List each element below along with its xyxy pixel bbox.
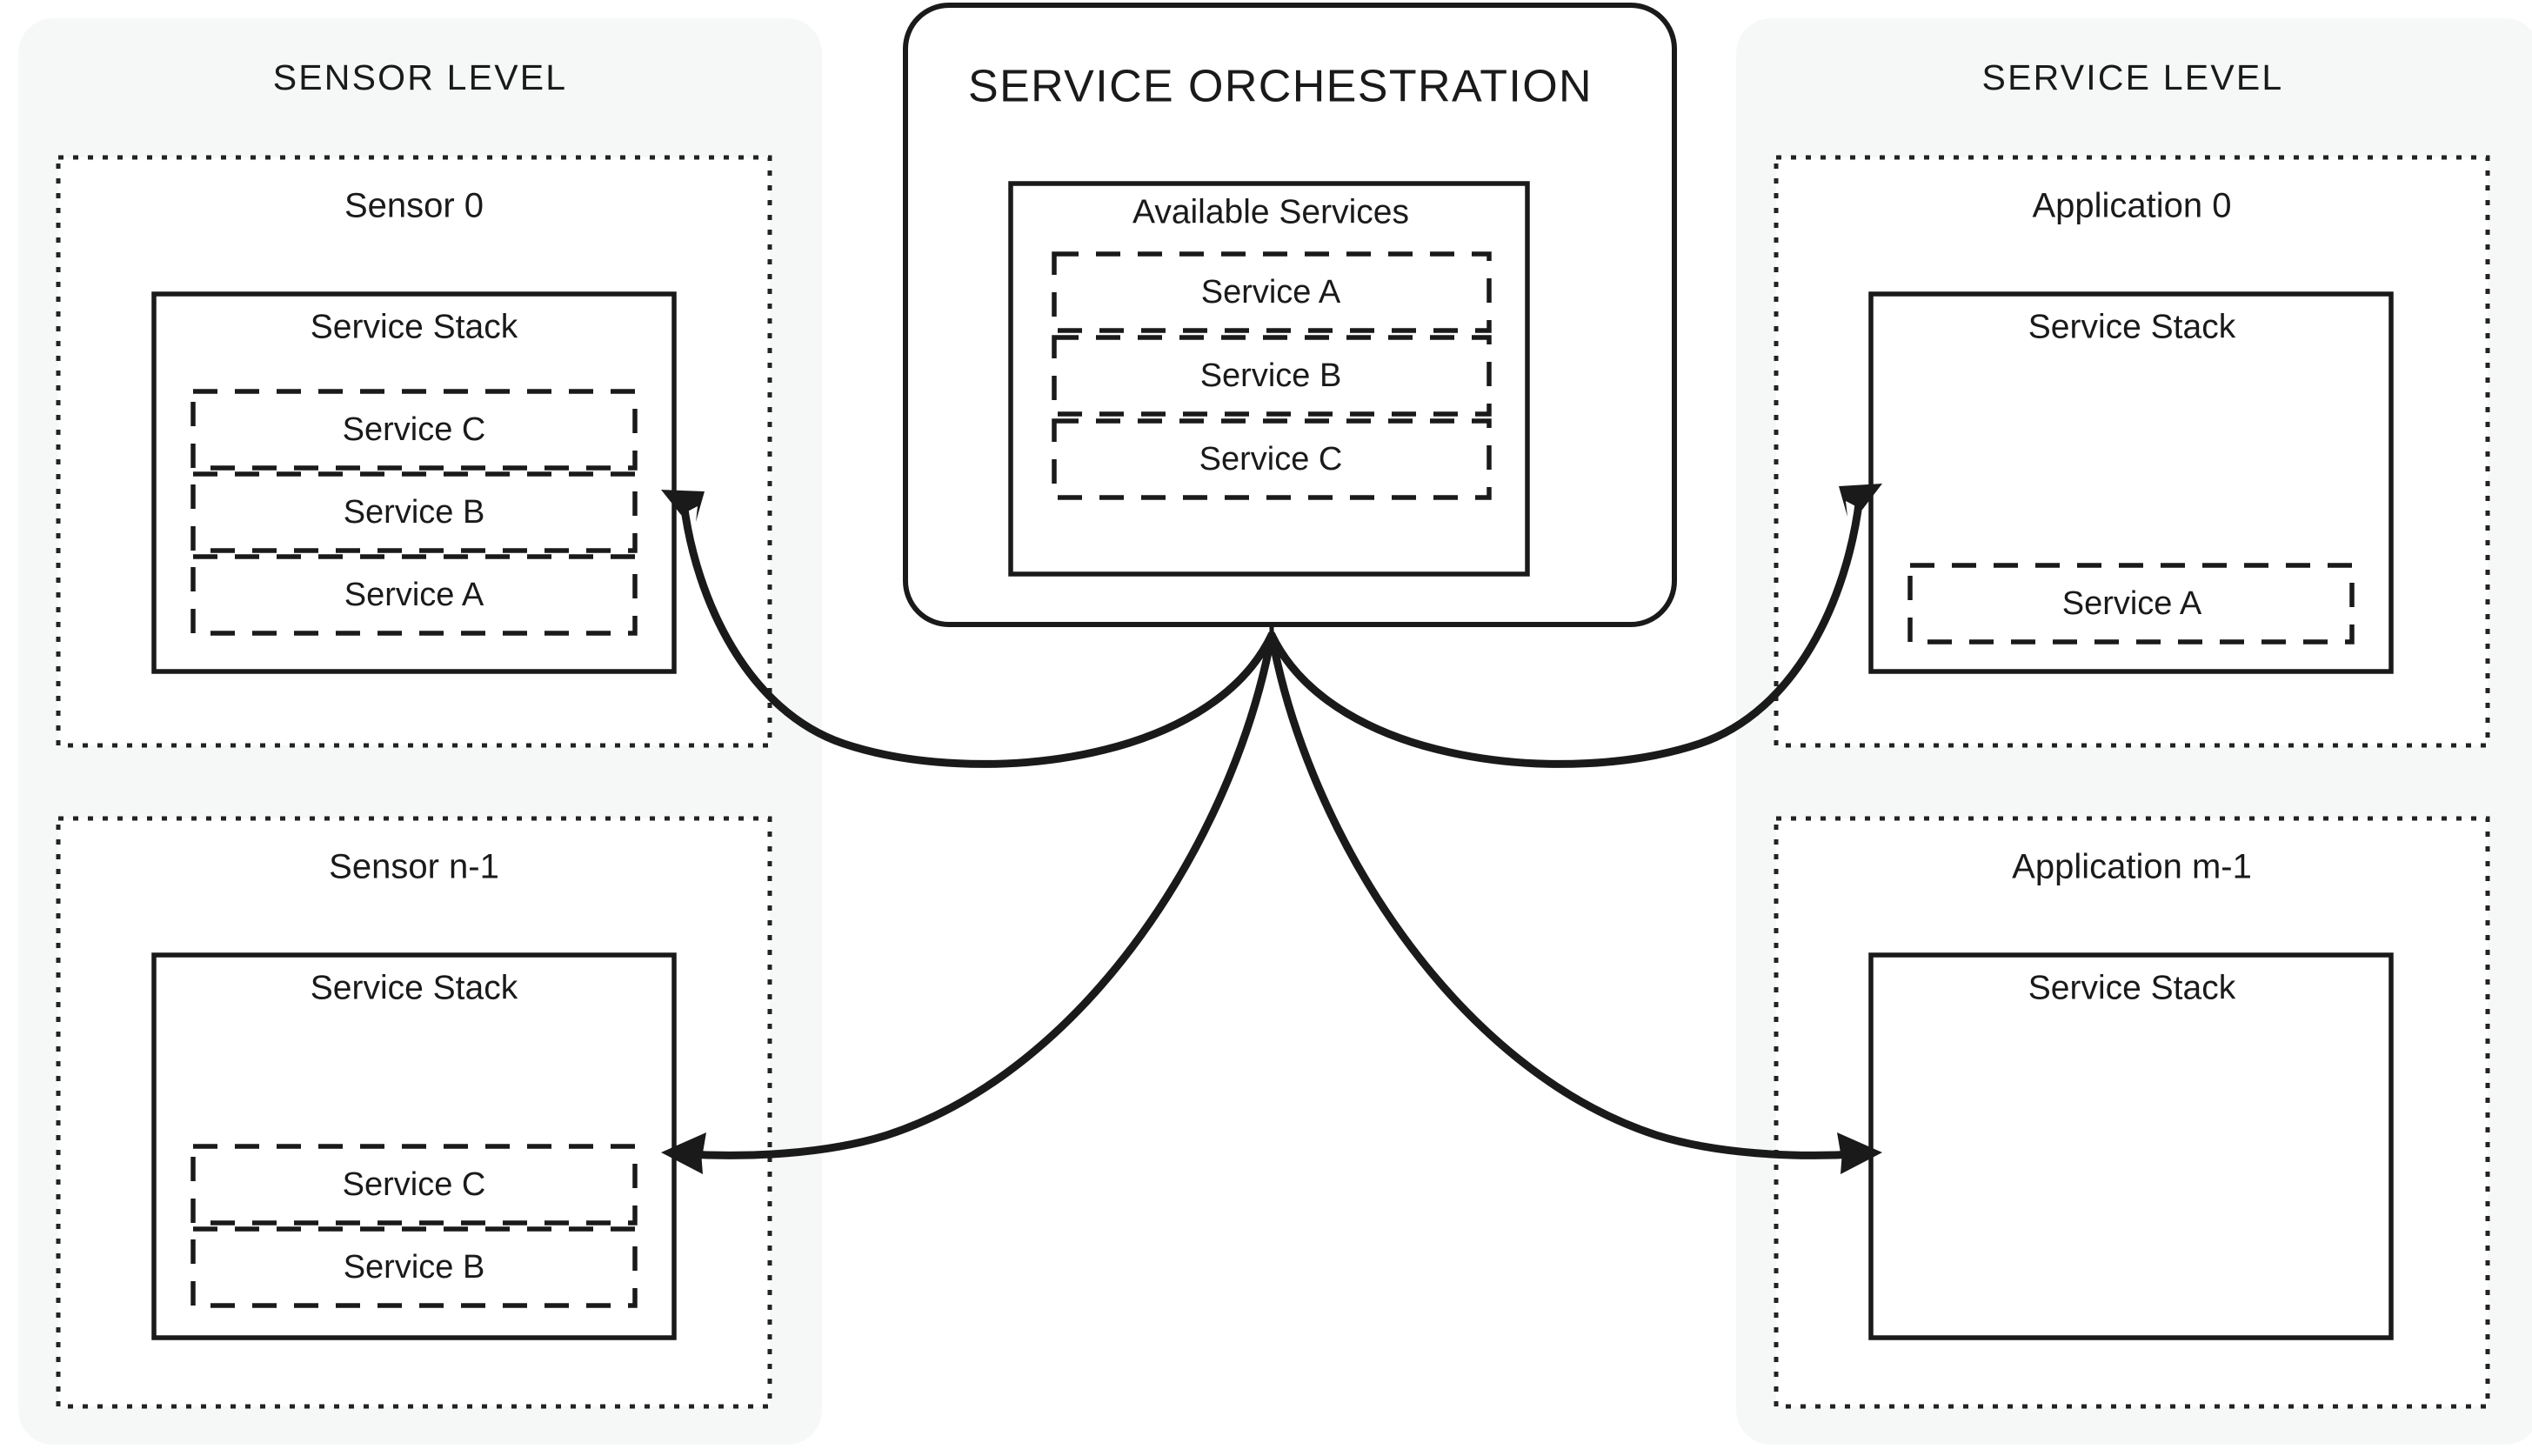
available-service-label: Service B [1200, 357, 1342, 394]
arrow-head-to-sensor-0 [661, 490, 705, 522]
arrow-head-to-application-0 [1839, 484, 1882, 517]
sensor-0-service-label: Service A [344, 577, 484, 613]
flow-curve-to-sensor-n-1 [683, 631, 1276, 1159]
available-service-box[interactable] [1052, 251, 1492, 333]
sensor-n-1-title: Sensor n-1 [329, 848, 499, 886]
orchestration-flow-connectors [661, 484, 1882, 1174]
application-node-m-1[interactable]: Application m-1 Service Stack [1774, 816, 2490, 1409]
sensor-n-1-service-box[interactable] [190, 1226, 638, 1308]
available-service-label: Service C [1199, 441, 1343, 478]
service-level-panel: SERVICE LEVEL Application 0 Service Stac… [1736, 18, 2532, 1445]
sensor-level-panel: SENSOR LEVEL Sensor 0 Service Stack Serv… [18, 18, 822, 1445]
service-orchestration-panel[interactable]: SERVICE ORCHESTRATION Available Services… [903, 3, 1677, 627]
application-0-service-label: Service A [2062, 585, 2202, 622]
available-service-box[interactable] [1052, 418, 1492, 500]
arrow-head-to-application-m-1 [1837, 1132, 1882, 1174]
sensor-0-service-box[interactable] [190, 554, 638, 636]
sensor-n-1-stack-title: Service Stack [311, 969, 518, 1006]
available-services-title: Available Services [1132, 193, 1409, 230]
sensor-n-1-service-label: Service B [344, 1249, 485, 1286]
flow-curve-to-application-0 [1267, 493, 1864, 768]
available-service-box[interactable] [1052, 335, 1492, 417]
application-0-service-box[interactable] [1907, 563, 2355, 645]
sensor-0-service-box[interactable] [190, 389, 638, 471]
application-0-service-stack [1868, 291, 2394, 674]
sensor-node-0[interactable]: Sensor 0 Service Stack Service C Service… [56, 155, 772, 748]
sensor-0-service-box[interactable] [190, 471, 638, 553]
application-m-1-title: Application m-1 [2012, 848, 2252, 886]
arrow-head-to-sensor-n-1 [661, 1132, 706, 1174]
available-service-label: Service A [1201, 274, 1341, 311]
application-0-title: Application 0 [2032, 187, 2231, 225]
sensor-n-1-service-label: Service C [343, 1166, 486, 1203]
available-services-box [1008, 181, 1530, 577]
application-m-1-service-stack [1868, 952, 2394, 1340]
flow-curve-to-application-m-1 [1267, 631, 1861, 1159]
application-node-0[interactable]: Application 0 Service Stack Service A [1774, 155, 2490, 748]
sensor-0-service-label: Service C [343, 411, 486, 448]
application-0-stack-title: Service Stack [2028, 308, 2236, 345]
sensor-0-stack-title: Service Stack [311, 308, 518, 345]
sensor-node-n-1[interactable]: Sensor n-1 Service Stack Service C Servi… [56, 816, 772, 1409]
service-orchestration-title: SERVICE ORCHESTRATION [968, 62, 1593, 112]
service-level-title: SERVICE LEVEL [1982, 57, 2284, 97]
application-m-1-stack-title: Service Stack [2028, 969, 2236, 1006]
sensor-0-title: Sensor 0 [344, 187, 484, 225]
sensor-level-title: SENSOR LEVEL [273, 57, 568, 97]
sensor-0-service-label: Service B [344, 494, 485, 531]
sensor-n-1-service-box[interactable] [190, 1144, 638, 1226]
sensor-0-service-stack [151, 291, 677, 674]
flow-curve-to-sensor-0 [679, 498, 1276, 768]
